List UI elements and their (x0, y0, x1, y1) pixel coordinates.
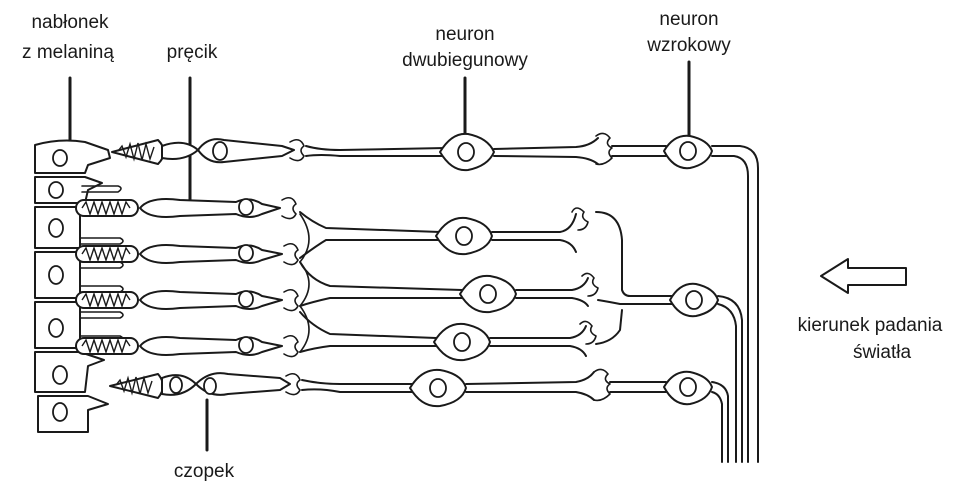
bipolar-nucleus (458, 143, 474, 161)
synaptic-terminal (284, 290, 298, 311)
bipolar-dendrite (300, 262, 462, 290)
label-epithelium-line1: nabłonek (31, 12, 109, 33)
optic-nerve-fibre (712, 382, 728, 462)
label-light-line1: kierunek padania (798, 315, 943, 336)
bipolar-dendrite (302, 389, 412, 392)
bipolar-axon (492, 240, 576, 252)
ganglion-dendrite (596, 310, 622, 344)
crossing-fibre (300, 214, 309, 262)
ganglion-neuron (596, 212, 742, 462)
bipolar-dendrite (300, 240, 440, 258)
epithelium-nucleus-5 (49, 319, 63, 337)
bipolar-nucleus (430, 379, 446, 397)
bipolar-dendrite (300, 212, 440, 232)
ganglion-nucleus (680, 378, 696, 396)
rod-body (140, 337, 282, 355)
rod-nucleus (239, 337, 253, 353)
rod-cells (76, 199, 282, 355)
epithelium-cell-1 (35, 141, 110, 173)
bipolar-axon (494, 138, 598, 149)
ganglion-neuron (610, 372, 728, 462)
cone-cells (110, 139, 294, 398)
rod-body (140, 199, 280, 217)
bipolar-neuron (300, 208, 588, 258)
ganglion-dendrite (596, 212, 672, 296)
epithelium-nucleus-6 (53, 366, 67, 384)
bipolar-axon (516, 278, 588, 290)
bipolar-dendrite (306, 146, 446, 150)
cone-inner-segment (162, 143, 198, 159)
epithelium-nucleus-4 (49, 266, 63, 284)
synaptic-terminal (284, 336, 298, 357)
synaptic-terminal (282, 198, 296, 219)
bipolar-axon (466, 392, 594, 400)
cone-nucleus (213, 142, 227, 160)
label-light-line2: światła (853, 342, 912, 363)
label-optic-line2: wzrokowy (646, 35, 731, 56)
rod-cell (76, 291, 282, 309)
pigment-process (80, 238, 123, 244)
light-direction-arrow (821, 259, 906, 293)
epithelium-nucleus-2 (49, 182, 63, 198)
rod-body (140, 245, 282, 263)
bipolar-neuron (302, 370, 594, 406)
cone-nucleus (204, 378, 216, 394)
rod-body (140, 291, 282, 309)
label-rod: pręcik (167, 42, 218, 63)
label-optic-line1: neuron (659, 9, 718, 30)
bipolar-neuron (300, 312, 596, 360)
bipolar-dendrite (306, 155, 446, 156)
synaptic-terminal (594, 369, 610, 400)
epithelium-cell-7 (38, 396, 108, 432)
bipolar-neuron (306, 134, 598, 170)
ganglion-dendrite (598, 300, 672, 304)
pigment-process (80, 312, 123, 318)
rod-cell (76, 337, 282, 355)
rod-cell (76, 245, 282, 263)
bipolar-neuron (300, 262, 598, 312)
rod-nucleus (239, 291, 253, 307)
rod-nucleus (239, 245, 253, 261)
epithelium-nucleus-1 (53, 150, 67, 166)
epithelium-cell-6 (35, 352, 104, 392)
bipolar-axon (466, 372, 594, 384)
optic-nerve-fibre (712, 392, 722, 462)
synaptic-terminal (284, 244, 298, 265)
epithelium-nucleus-7 (53, 403, 67, 421)
rod-cell (76, 199, 280, 217)
cone-nucleus (170, 377, 182, 393)
bipolar-nucleus (480, 285, 496, 303)
label-epithelium-line2: z melaniną (22, 42, 114, 63)
crossing-fibre (300, 262, 309, 306)
bipolar-neurons (300, 134, 598, 406)
bipolar-axon (490, 346, 586, 356)
pigment-epithelium (35, 141, 123, 432)
bipolar-axon (492, 214, 576, 232)
bipolar-dendrite (300, 312, 436, 338)
bipolar-nucleus (456, 227, 472, 245)
bipolar-dendrite (302, 380, 412, 384)
bipolar-nucleus (454, 333, 470, 351)
ganglion-nucleus (686, 291, 702, 309)
bipolar-dendrite (300, 298, 462, 306)
bipolar-dendrite (300, 346, 436, 352)
rod-nucleus (239, 199, 253, 215)
bipolar-axon (516, 298, 588, 306)
label-cone: czopek (174, 461, 235, 482)
ganglion-neurons (596, 136, 758, 462)
label-bipolar-line1: neuron (435, 24, 494, 45)
receptor-terminals (282, 140, 304, 395)
ganglion-synapses (594, 133, 612, 400)
label-bipolar-line2: dwubiegunowy (402, 50, 528, 71)
epithelium-nucleus-3 (49, 219, 63, 237)
bipolar-axon (490, 326, 586, 338)
bipolar-axon (494, 156, 598, 164)
ganglion-nucleus (680, 142, 696, 160)
